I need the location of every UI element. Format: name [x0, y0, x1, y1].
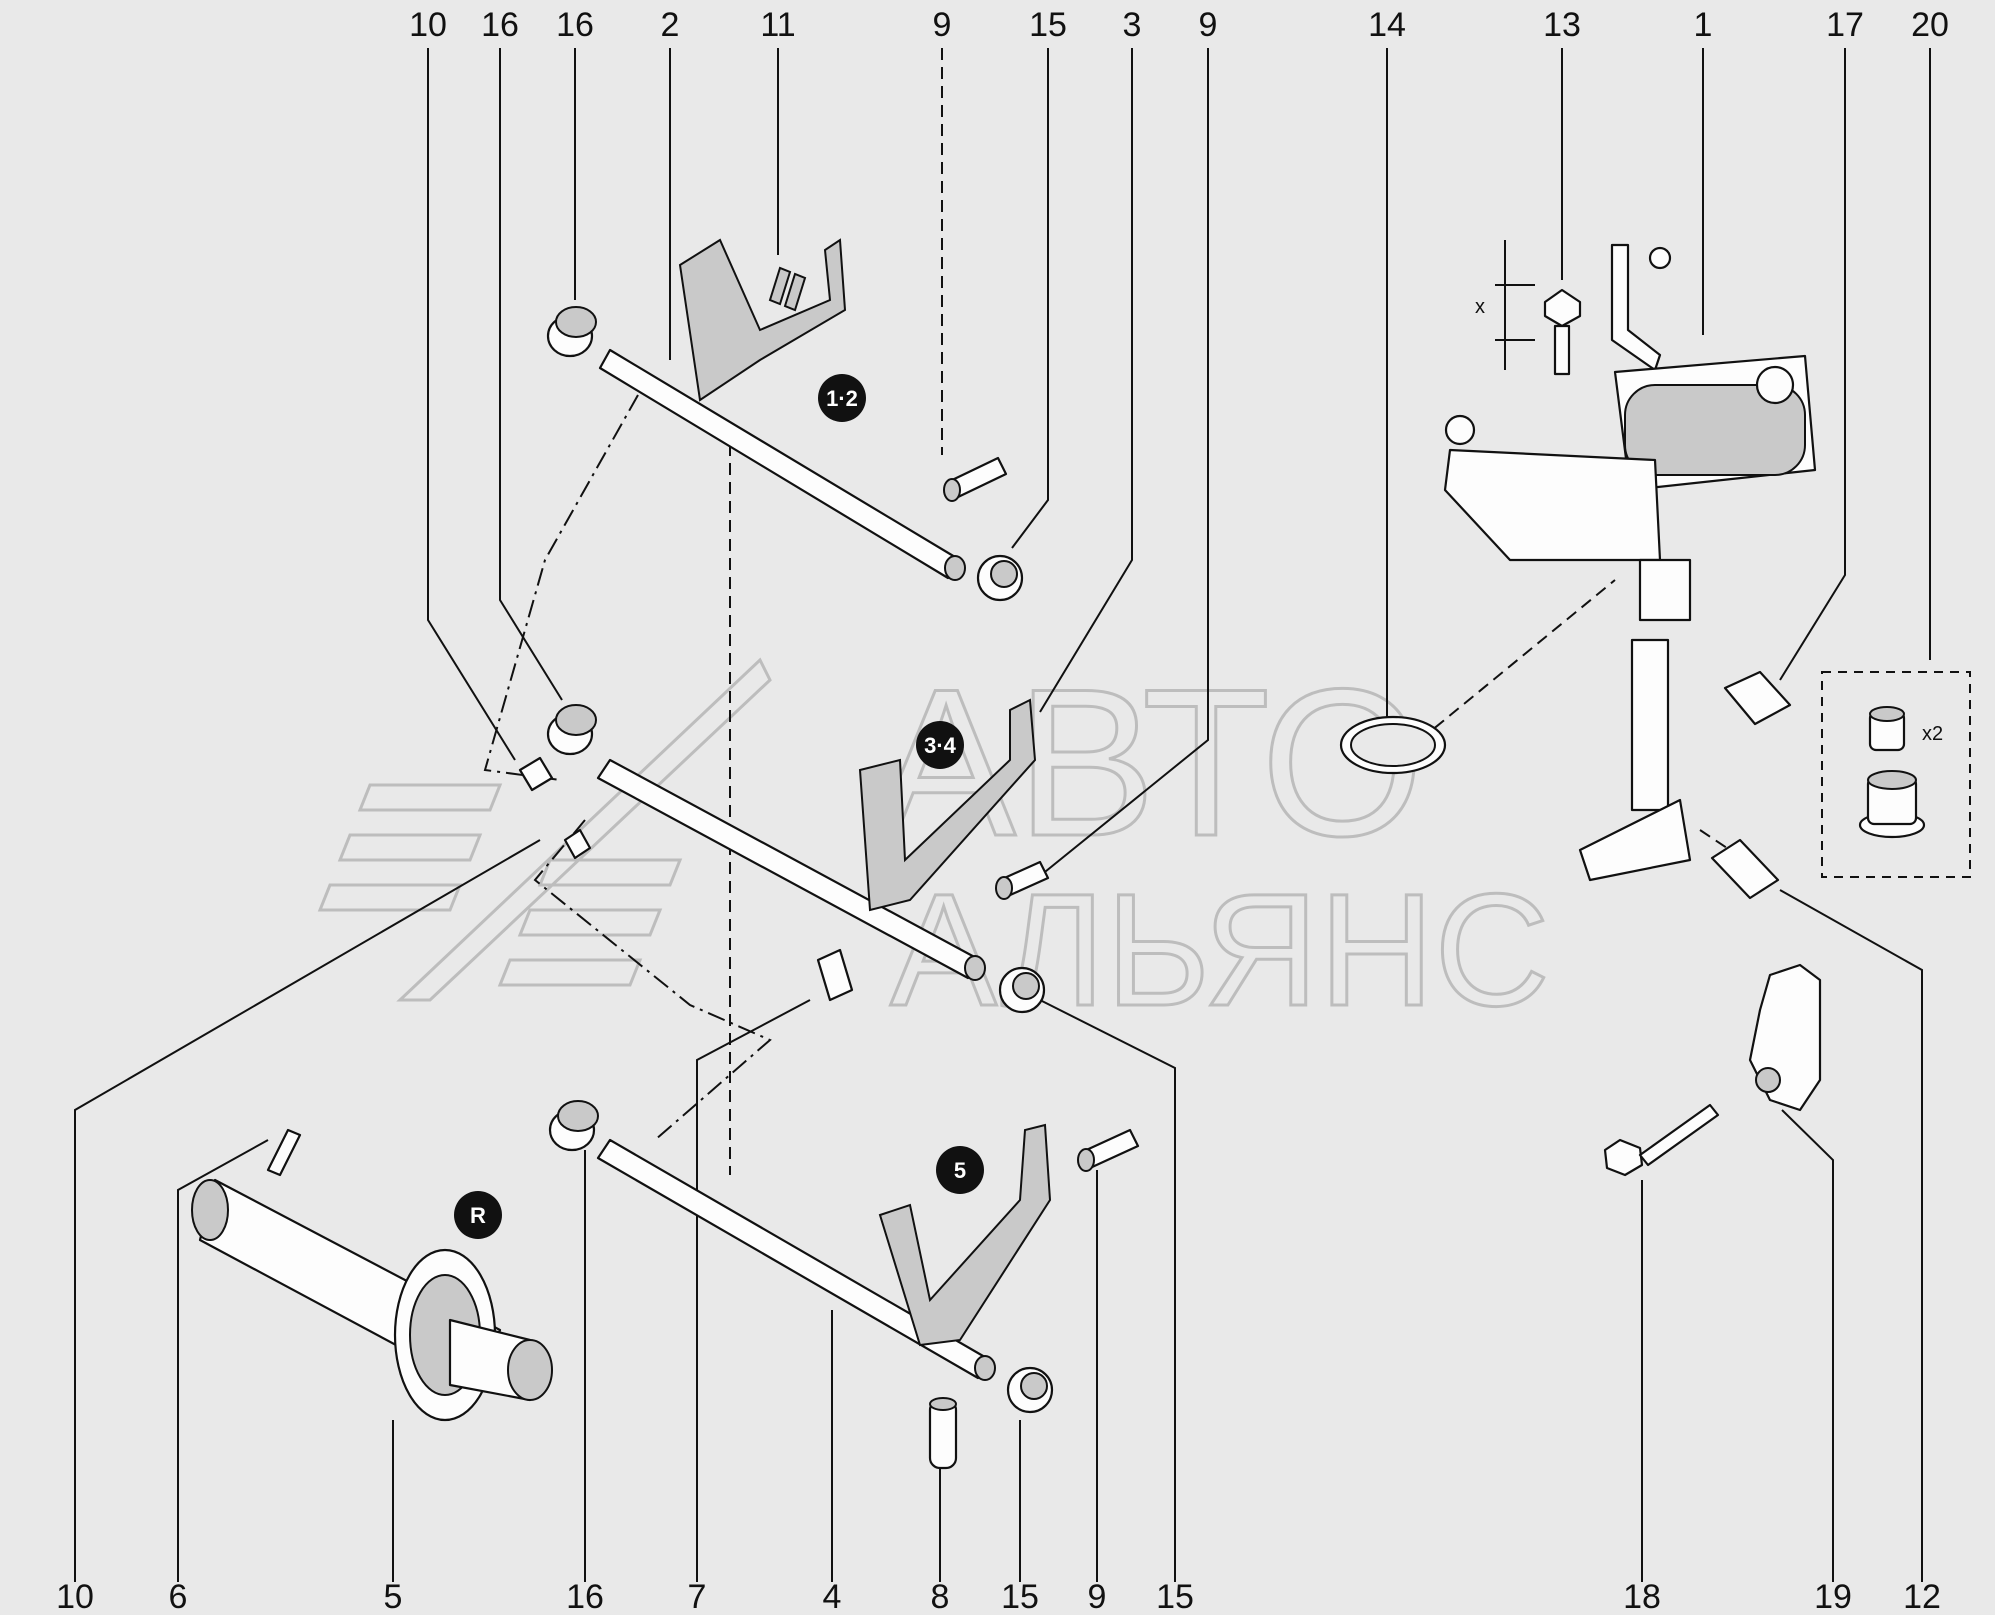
- pin-6: [266, 1128, 302, 1177]
- screw-18: [1603, 1103, 1720, 1177]
- pin-12: [1710, 838, 1780, 900]
- watermark-line-2: АЛЬЯНС: [890, 860, 1550, 1039]
- roller-8: [928, 1397, 958, 1470]
- oring-14: [1339, 715, 1447, 775]
- callout-top-9a: 9: [933, 6, 952, 44]
- callout-top-17: 17: [1826, 6, 1864, 44]
- callout-top-14: 14: [1368, 6, 1406, 44]
- callouts-bottom: 10 6 5 16 7 4 8 15 9 15 18 19 12: [56, 1578, 1941, 1615]
- badge-3-4-label: 3·4: [924, 733, 957, 758]
- badge-1-2: 1·2: [818, 374, 866, 422]
- pin-9-mid: [995, 860, 1050, 900]
- callout-top-11: 11: [760, 6, 795, 44]
- multiplier-label: x2: [1922, 723, 1943, 745]
- callout-bottom-15a: 15: [1001, 1578, 1039, 1615]
- badge-5: 5: [936, 1146, 984, 1194]
- callout-top-13: 13: [1543, 6, 1581, 44]
- callout-bottom-15b: 15: [1156, 1578, 1194, 1615]
- plug-17: [1723, 670, 1792, 726]
- callout-top-1: 1: [1694, 6, 1713, 44]
- callout-bottom-7: 7: [688, 1578, 707, 1615]
- dimension-label: x: [1475, 296, 1485, 318]
- leader-lines: [74, 48, 1931, 1582]
- callout-top-10: 10: [409, 6, 447, 44]
- clips-11: [768, 266, 807, 312]
- watermark-logo: [317, 657, 772, 1002]
- badge-5-label: 5: [954, 1158, 966, 1183]
- ring-15-mid: [998, 966, 1046, 1014]
- callout-top-16b: 16: [556, 6, 594, 44]
- badge-1-2-label: 1·2: [826, 386, 858, 411]
- ring-16-bottom: [548, 1100, 599, 1152]
- callout-bottom-18: 18: [1623, 1578, 1661, 1615]
- reverse-gear-assembly: [191, 1178, 553, 1422]
- pin-9-top: [943, 456, 1008, 502]
- ring-15-bottom: [1006, 1366, 1054, 1414]
- callout-top-9b: 9: [1199, 6, 1218, 44]
- bushing-small: [1868, 706, 1906, 752]
- callouts-top: 10 16 16 2 11 9 15 3 9 14 13 1 17 20: [409, 6, 1949, 44]
- insert-10: [518, 756, 592, 860]
- watermark-line-1: АВТО: [876, 645, 1424, 880]
- shaft-fork-5: [596, 1123, 1052, 1381]
- ring-15-top: [976, 554, 1024, 602]
- ring-16-mid: [546, 704, 597, 756]
- gear-control-assembly: [1443, 243, 1817, 882]
- callout-top-20: 20: [1911, 6, 1949, 44]
- shaft-fork-3-4: [596, 698, 1037, 981]
- badge-r-label: R: [470, 1203, 486, 1228]
- callout-top-3: 3: [1123, 6, 1142, 44]
- callout-top-15: 15: [1029, 6, 1067, 44]
- callout-bottom-6: 6: [169, 1578, 188, 1615]
- badge-3-4: 3·4: [916, 721, 964, 769]
- badge-r: R: [454, 1191, 502, 1239]
- callout-bottom-5: 5: [384, 1578, 403, 1615]
- bracket-19: [1748, 963, 1822, 1112]
- ring-16-top: [546, 306, 597, 358]
- callout-bottom-16: 16: [566, 1578, 604, 1615]
- callout-bottom-8: 8: [931, 1578, 950, 1615]
- pin-9-bottom: [1077, 1128, 1140, 1172]
- callout-bottom-9: 9: [1088, 1578, 1107, 1615]
- callout-top-2: 2: [661, 6, 680, 44]
- callout-bottom-4: 4: [823, 1578, 842, 1615]
- shaft-fork-1-2: [598, 238, 966, 581]
- callout-bottom-12: 12: [1903, 1578, 1941, 1615]
- callout-top-16a: 16: [481, 6, 519, 44]
- roller-7: [816, 948, 854, 1002]
- callout-bottom-10: 10: [56, 1578, 94, 1615]
- callout-bottom-19: 19: [1814, 1578, 1852, 1615]
- bolt-13: x: [1475, 240, 1582, 376]
- bushing-flanged: [1858, 770, 1926, 839]
